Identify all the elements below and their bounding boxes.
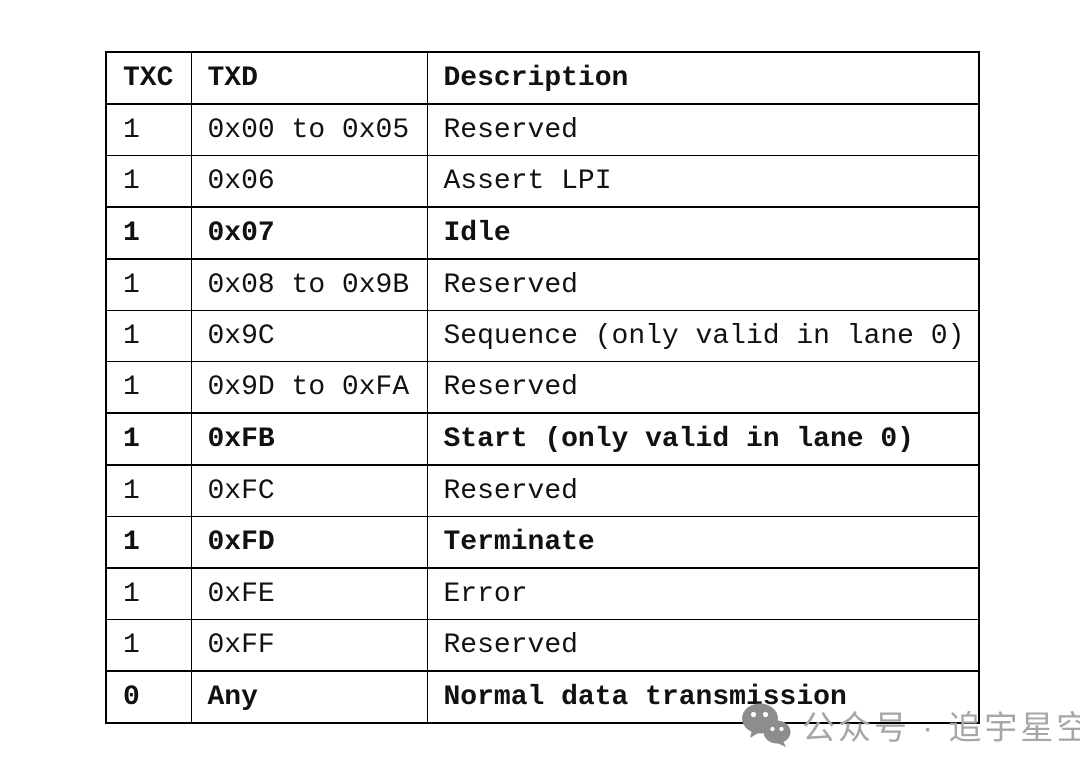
column-header-description: Description	[426, 51, 980, 105]
cell-txc: 1	[105, 206, 192, 260]
watermark: 公众号 · 追宇星空	[740, 701, 1080, 749]
cell-description: Start (only valid in lane 0)	[426, 412, 980, 466]
cell-txc: 1	[105, 464, 192, 517]
cell-description: Terminate	[426, 516, 980, 569]
cell-txd: 0xFE	[190, 567, 428, 620]
cell-txc: 1	[105, 310, 192, 362]
column-header-txc: TXC	[105, 51, 192, 105]
cell-description: Normal data transmission	[426, 670, 980, 724]
cell-txc: 1	[105, 567, 192, 620]
cell-txc: 0	[105, 670, 192, 724]
column-header-txd: TXD	[190, 51, 428, 105]
cell-description: Error	[426, 567, 980, 620]
cell-txd: 0x00 to 0x05	[190, 103, 428, 156]
cell-txc: 1	[105, 258, 192, 311]
wechat-icon	[742, 703, 791, 747]
cell-txd: 0xFC	[190, 464, 428, 517]
table-header-row: TXC TXD Description	[105, 51, 980, 105]
cell-txc: 1	[105, 412, 192, 466]
cell-description: Assert LPI	[426, 155, 980, 208]
cell-txd: 0xFD	[190, 516, 428, 569]
cell-txd: 0xFF	[190, 619, 428, 672]
cell-description: Idle	[426, 206, 980, 260]
cell-description: Reserved	[426, 619, 980, 672]
cell-description: Reserved	[426, 361, 980, 414]
watermark-text: 公众号 · 追宇星空	[802, 709, 1080, 746]
cell-txd: 0x07	[190, 206, 428, 260]
cell-description: Reserved	[426, 258, 980, 311]
cell-txc: 1	[105, 619, 192, 672]
cell-txd: 0x9D to 0xFA	[190, 361, 428, 414]
cell-txd: 0x06	[190, 155, 428, 208]
cell-description: Reserved	[426, 103, 980, 156]
cell-description: Sequence (only valid in lane 0)	[426, 310, 980, 362]
cell-txc: 1	[105, 516, 192, 569]
cell-txc: 1	[105, 103, 192, 156]
cell-txd: 0x9C	[190, 310, 428, 362]
cell-txd: Any	[190, 670, 428, 724]
cell-description: Reserved	[426, 464, 980, 517]
cell-txd: 0xFB	[190, 412, 428, 466]
cell-txd: 0x08 to 0x9B	[190, 258, 428, 311]
cell-txc: 1	[105, 361, 192, 414]
cell-txc: 1	[105, 155, 192, 208]
